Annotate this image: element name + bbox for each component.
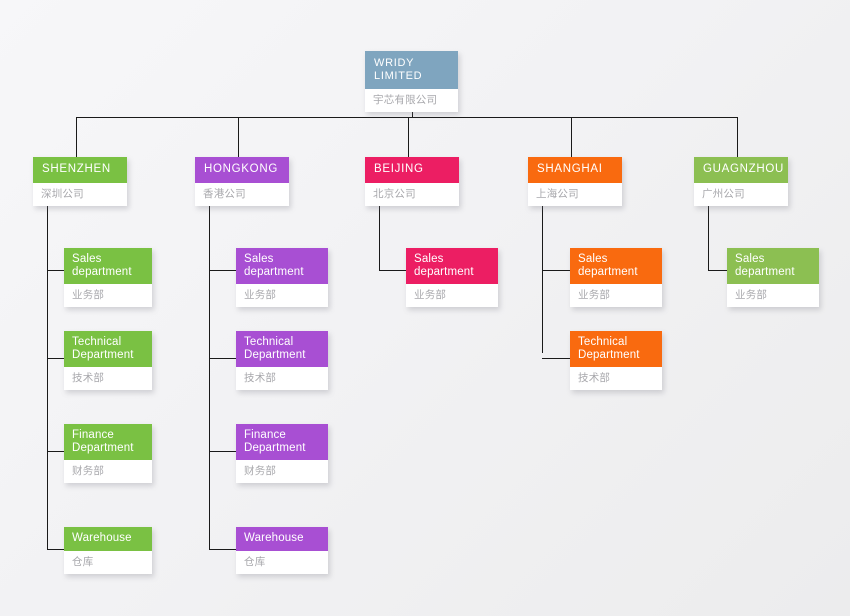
connector-dept-stub-1-3 [209, 549, 236, 550]
node-dept-1-2-subtitle: 财务部 [236, 460, 328, 483]
node-region-1-subtitle: 香港公司 [195, 182, 289, 206]
node-dept-0-2-title: Finance Department [64, 424, 152, 460]
connector-dept-stub-0-2 [47, 451, 64, 452]
node-dept-4-0-title: Sales department [727, 248, 819, 284]
node-dept-0-0-subtitle: 业务部 [64, 284, 152, 307]
node-dept-2-0-subtitle: 业务部 [406, 284, 498, 307]
node-dept-3-1-subtitle: 技术部 [570, 367, 662, 390]
node-root-title: WRIDY LIMITED [365, 51, 458, 89]
connector-dept-stub-1-1 [209, 358, 236, 359]
node-dept-0-3-subtitle: 仓库 [64, 550, 152, 574]
node-dept-1-1-title: Technical Department [236, 331, 328, 367]
node-region-3-title: SHANGHAI [528, 157, 622, 183]
node-dept-0-2-subtitle: 财务部 [64, 460, 152, 483]
node-dept-0-1-subtitle: 技术部 [64, 367, 152, 390]
node-region-0-subtitle: 深圳公司 [33, 182, 127, 206]
node-region-4-subtitle: 广州公司 [694, 182, 788, 206]
connector-dept-trunk-3 [542, 199, 543, 353]
connector-dept-stub-0-0 [47, 270, 64, 271]
node-dept-3-0-title: Sales department [570, 248, 662, 284]
connector-region-bus [76, 117, 737, 118]
connector-region-drop-2 [408, 117, 409, 157]
connector-dept-stub-0-3 [47, 549, 64, 550]
node-dept-4-0-subtitle: 业务部 [727, 284, 819, 307]
node-dept-3-0-subtitle: 业务部 [570, 284, 662, 307]
node-region-2-subtitle: 北京公司 [365, 182, 459, 206]
node-region-2-title: BEIJING [365, 157, 459, 183]
connector-region-drop-1 [238, 117, 239, 157]
node-dept-3-1-title: Technical Department [570, 331, 662, 367]
node-region-0-title: SHENZHEN [33, 157, 127, 183]
connector-dept-trunk-0 [47, 199, 48, 549]
connector-dept-stub-3-1 [542, 358, 570, 359]
node-dept-1-3-title: Warehouse [236, 527, 328, 551]
node-dept-0-0-title: Sales department [64, 248, 152, 284]
connector-dept-stub-1-2 [209, 451, 236, 452]
connector-dept-stub-2-0 [379, 270, 406, 271]
connector-dept-trunk-1 [209, 199, 210, 549]
node-dept-1-3-subtitle: 仓库 [236, 550, 328, 574]
connector-region-drop-3 [571, 117, 572, 157]
connector-dept-stub-4-0 [708, 270, 727, 271]
connector-dept-stub-3-0 [542, 270, 570, 271]
connector-dept-stub-0-1 [47, 358, 64, 359]
connector-region-drop-0 [76, 117, 77, 157]
node-dept-0-3-title: Warehouse [64, 527, 152, 551]
node-dept-1-1-subtitle: 技术部 [236, 367, 328, 390]
node-root-subtitle: 宇芯有限公司 [365, 89, 458, 112]
connector-region-drop-4 [737, 117, 738, 157]
node-dept-0-1-title: Technical Department [64, 331, 152, 367]
node-dept-1-0-subtitle: 业务部 [236, 284, 328, 307]
node-dept-1-2-title: Finance Department [236, 424, 328, 460]
connector-dept-stub-1-0 [209, 270, 236, 271]
node-region-1-title: HONGKONG [195, 157, 289, 183]
node-dept-1-0-title: Sales department [236, 248, 328, 284]
node-dept-2-0-title: Sales department [406, 248, 498, 284]
connector-dept-trunk-4 [708, 199, 709, 270]
node-region-3-subtitle: 上海公司 [528, 182, 622, 206]
node-region-4-title: GUAGNZHOU [694, 157, 788, 183]
connector-dept-trunk-2 [379, 199, 380, 270]
